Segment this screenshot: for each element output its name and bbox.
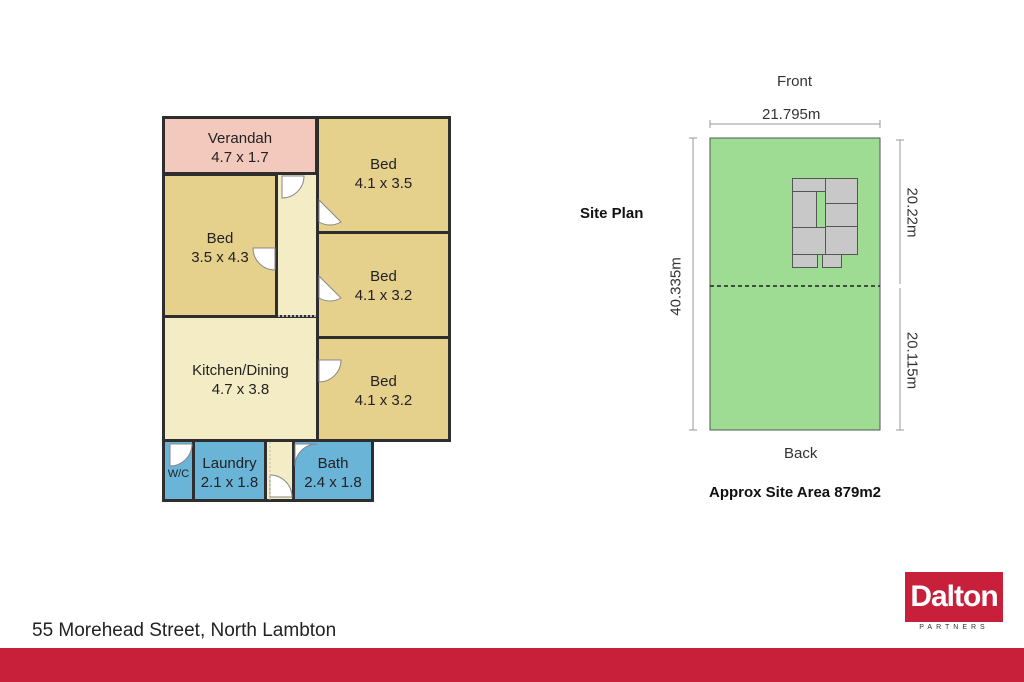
room-name: Bed <box>370 268 397 285</box>
room-dims: 2.1 x 1.8 <box>200 474 259 491</box>
door-icon <box>318 359 342 383</box>
room-bed-1: Bed 4.1 x 3.5 <box>316 116 451 234</box>
room-bed-2-label: Bed 3.5 x 4.3 <box>165 229 275 267</box>
room-dims: 4.1 x 3.2 <box>354 287 413 304</box>
room-name: Kitchen/Dining <box>192 362 289 379</box>
room-name: Laundry <box>202 455 257 472</box>
rear-depth-dimension: 20.115m <box>903 331 921 390</box>
room-bed-4: Bed 4.1 x 3.2 <box>316 336 451 442</box>
room-laundry-label: Laundry 2.1 x 1.8 <box>195 454 264 492</box>
room-name: Bed <box>370 156 397 173</box>
room-verandah-label: Verandah 4.7 x 1.7 <box>165 129 315 167</box>
room-name: Bed <box>370 373 397 390</box>
room-dims: 2.4 x 1.8 <box>304 474 362 491</box>
room-bath-label: Bath 2.4 x 1.8 <box>295 454 371 492</box>
front-depth-dimension: 20.22m <box>903 187 921 238</box>
door-icon <box>252 247 276 271</box>
property-address: 55 Morehead Street, North Lambton <box>32 620 337 641</box>
room-bed-2: Bed 3.5 x 4.3 <box>162 173 278 318</box>
room-bed-1-label: Bed 4.1 x 3.5 <box>319 155 448 193</box>
dalton-logo: Dalton <box>905 572 1003 622</box>
room-dims: 4.7 x 1.7 <box>211 149 269 166</box>
room-verandah: Verandah 4.7 x 1.7 <box>162 116 318 175</box>
room-dims: 4.1 x 3.5 <box>354 175 413 192</box>
door-swings <box>169 175 342 500</box>
room-dims: 3.5 x 4.3 <box>191 249 249 266</box>
room-dims: 4.1 x 3.2 <box>354 392 413 409</box>
door-icon <box>294 443 318 467</box>
door-icon <box>318 198 342 226</box>
room-bath: Bath 2.4 x 1.8 <box>292 439 374 502</box>
room-name: Bed <box>206 230 234 247</box>
door-icon <box>281 175 305 199</box>
logo-name: Dalton <box>910 580 998 613</box>
room-bed-4-label: Bed 4.1 x 3.2 <box>319 372 448 410</box>
footer-bar <box>0 648 1024 682</box>
site-plan-drawing <box>689 120 904 431</box>
room-bed-3-label: Bed 4.1 x 3.2 <box>319 267 448 305</box>
door-icon <box>169 443 193 467</box>
width-dimension: 21.795m <box>762 106 821 123</box>
room-name: Bath <box>317 455 349 472</box>
room-laundry: Laundry 2.1 x 1.8 <box>192 439 267 502</box>
room-wc-label: W/C <box>165 465 192 484</box>
site-plan-title: Site Plan <box>580 205 644 222</box>
room-name: Verandah <box>207 130 273 147</box>
room-kitchen-dining: Kitchen/Dining 4.7 x 3.8 <box>162 315 319 442</box>
mini-house <box>792 178 858 268</box>
front-label: Front <box>777 73 813 90</box>
logo-subtitle: PARTNERS <box>919 624 989 631</box>
room-kitchen-label: Kitchen/Dining 4.7 x 3.8 <box>165 361 316 399</box>
door-icon <box>318 274 342 302</box>
room-bed-3: Bed 4.1 x 3.2 <box>316 231 451 339</box>
door-icon <box>269 474 293 498</box>
room-name: W/C <box>167 468 190 480</box>
site-area: Approx Site Area 879m2 <box>709 484 882 501</box>
back-label: Back <box>784 445 818 462</box>
room-dims: 4.7 x 3.8 <box>211 381 270 398</box>
depth-dimension: 40.335m <box>667 257 685 316</box>
